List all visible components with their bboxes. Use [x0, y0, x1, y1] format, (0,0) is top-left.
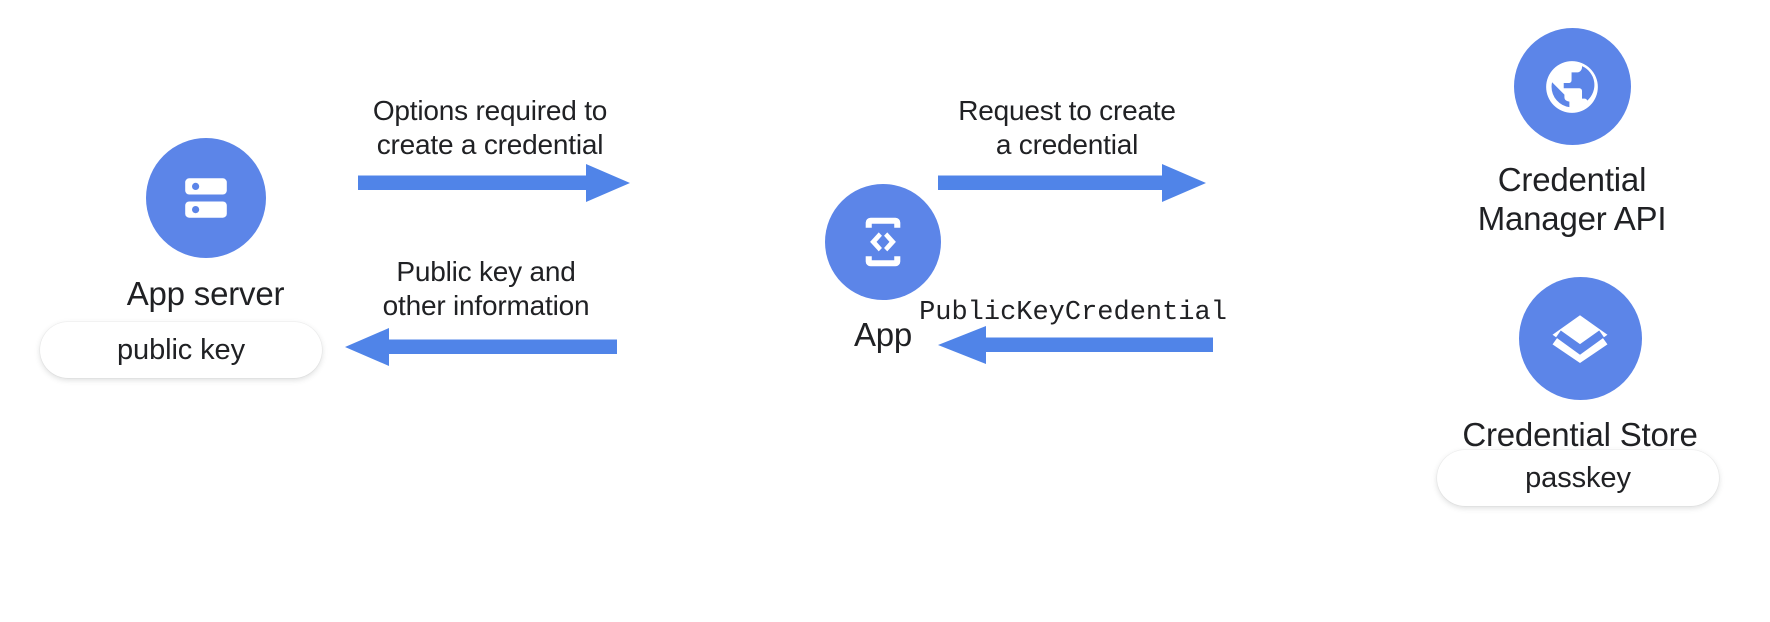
- arrow-label-options-required: Options required to create a credential: [372, 95, 608, 161]
- node-app-server: App server: [83, 138, 328, 314]
- globe-public-icon: [1513, 28, 1631, 145]
- node-credential-store: Credential Store: [1455, 277, 1705, 455]
- arrow-label-public-key-credential: PublicKeyCredential: [919, 298, 1227, 328]
- pill-public-key: public key: [40, 322, 322, 378]
- node-app: App: [783, 184, 983, 355]
- arrow-request-to-create: [938, 160, 1206, 206]
- server-icon: [145, 138, 266, 258]
- app-code-phone-icon: [825, 184, 941, 300]
- arrow-options-required: [358, 160, 630, 206]
- node-credential-store-label: Credential Store: [1462, 416, 1698, 453]
- arrow-public-key-info: [345, 324, 617, 370]
- node-credential-manager-api-label: Credential Manager API: [1477, 161, 1667, 237]
- node-app-server-label: App server: [126, 275, 285, 312]
- arrow-label-request-to-create: Request to create a credential: [958, 95, 1176, 161]
- arrow-label-public-key-info: Public key and other information: [382, 256, 590, 322]
- arrow-public-key-credential: [938, 322, 1213, 368]
- pill-passkey: passkey: [1437, 450, 1719, 506]
- node-app-label: App: [853, 316, 913, 353]
- node-credential-manager-api: Credential Manager API: [1450, 28, 1694, 239]
- layers-stack-icon: [1518, 277, 1642, 400]
